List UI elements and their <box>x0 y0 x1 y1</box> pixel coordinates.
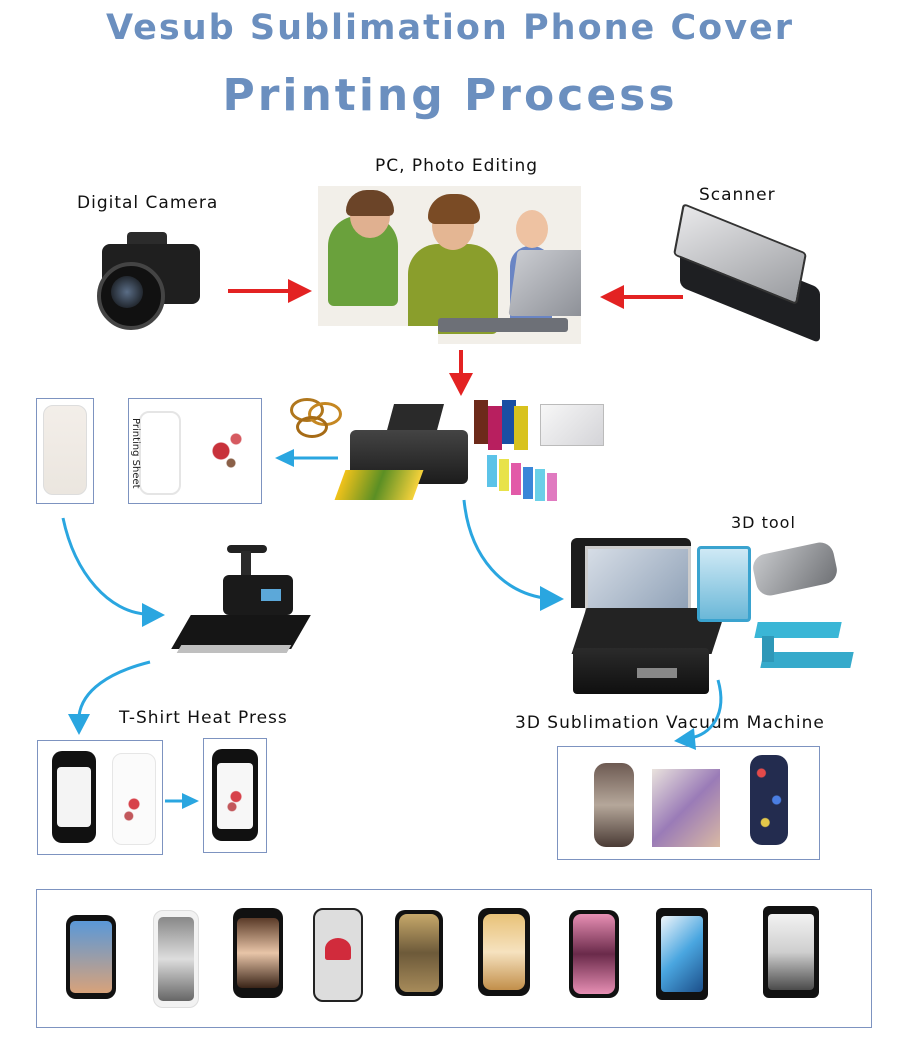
printed-sheet-box <box>36 398 94 504</box>
blue-arrow-heat-press-to-output <box>68 660 151 735</box>
3d-printed-case-badges <box>750 755 788 845</box>
showcase-case-8 <box>656 908 708 1000</box>
label-scanner: Scanner <box>699 185 776 205</box>
showcase-case-9 <box>763 906 819 998</box>
blank-phone-case <box>52 751 96 843</box>
heat-press-image <box>165 545 311 665</box>
label-pc-photo-editing: PC, Photo Editing <box>375 156 539 176</box>
label-printing-sheet: Printing Sheet <box>130 418 141 489</box>
red-arrow-scanner-to-pc <box>600 285 683 309</box>
showcase-case-6 <box>478 908 530 996</box>
label-3d-tool: 3D tool <box>731 513 796 532</box>
vacuum-machine-image <box>567 538 727 698</box>
label-3d-sublimation-vacuum-machine: 3D Sublimation Vacuum Machine <box>515 713 825 733</box>
tape-rolls-image <box>290 398 350 438</box>
blue-arrow-printer-to-vacuum <box>462 499 564 611</box>
transfer-sheet <box>112 753 156 845</box>
label-digital-camera: Digital Camera <box>77 193 219 213</box>
printed-phone-case <box>212 749 258 841</box>
3d-printed-case-collage <box>594 763 634 847</box>
3d-tool-blue-jig-image <box>754 622 856 678</box>
red-arrow-camera-to-pc <box>228 279 312 303</box>
blue-arrow-sheet-to-heat-press <box>61 517 165 627</box>
showcase-case-3 <box>233 908 283 998</box>
showcase-case-7 <box>569 910 619 998</box>
showcase-case-1 <box>66 915 116 999</box>
3d-output-box <box>557 746 820 860</box>
blue-arrow-printer-to-sheet <box>275 449 338 467</box>
blue-arrow-vacuum-to-output <box>674 679 723 750</box>
ink-system-image <box>487 455 567 503</box>
ink-bottles-image <box>474 394 530 454</box>
title-line-1: Vesub Sublimation Phone Cover <box>105 8 795 48</box>
showcase-case-2 <box>153 910 199 1008</box>
printer-image <box>334 404 470 502</box>
blue-arrow-blank-to-printed <box>165 793 199 809</box>
3d-printed-case-flat-print <box>652 769 720 847</box>
red-arrow-pc-to-printer <box>449 350 473 396</box>
printing-sheet-box <box>128 398 262 504</box>
digital-camera-image <box>97 232 202 330</box>
phone-case-showcase <box>36 889 872 1028</box>
sublimation-paper-pack-image <box>540 404 604 446</box>
pc-photo-editing-image <box>318 186 581 344</box>
showcase-case-5 <box>395 910 443 996</box>
heat-press-output-box-left <box>37 740 163 855</box>
label-t-shirt-heat-press: T-Shirt Heat Press <box>119 708 288 728</box>
3d-tool-tray-image <box>697 546 751 622</box>
showcase-case-4 <box>313 908 363 1002</box>
title-line-2: Printing Process <box>222 70 678 121</box>
heat-press-output-box-right <box>203 738 267 853</box>
